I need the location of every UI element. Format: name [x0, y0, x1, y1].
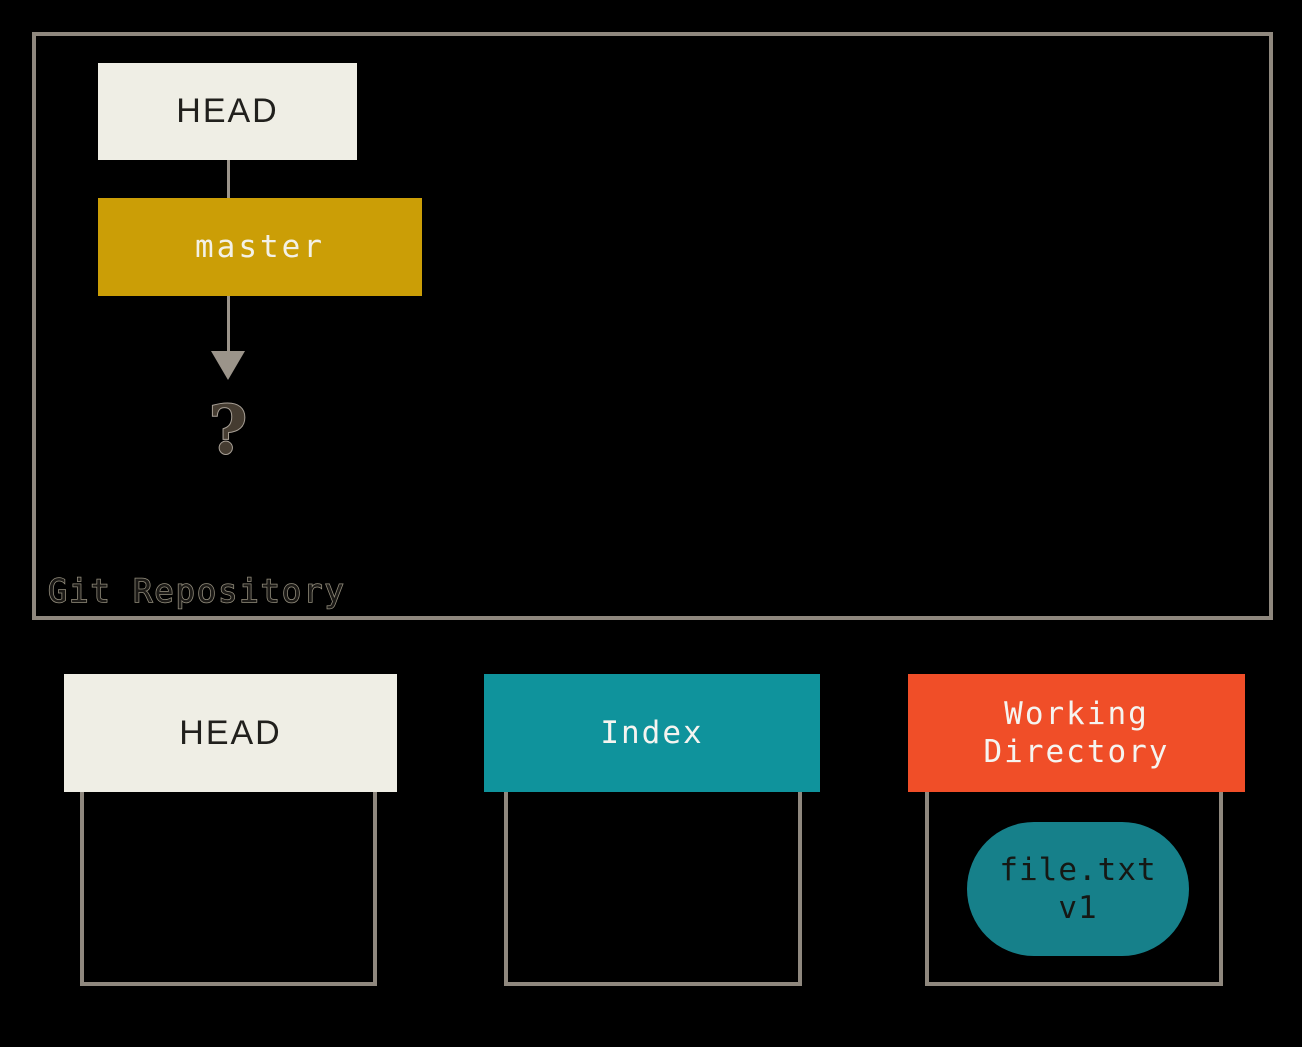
master-arrow-line: [227, 296, 230, 353]
working-directory-column-header: Working Directory: [908, 674, 1245, 792]
unknown-commit-question-mark: ?: [208, 390, 249, 470]
head-column-header: HEAD: [64, 674, 397, 792]
git-repository-label: Git Repository: [47, 571, 346, 611]
head-to-master-connector-line: [227, 160, 230, 198]
index-column-label: Index: [600, 715, 704, 751]
file-pill: file.txt v1: [967, 822, 1189, 956]
master-branch-box: master: [98, 198, 422, 296]
master-branch-label: master: [195, 229, 325, 265]
head-column-label: HEAD: [179, 713, 282, 752]
index-column-body: [504, 788, 802, 986]
working-directory-column-label: Working Directory: [983, 696, 1170, 770]
head-ref-box: HEAD: [98, 63, 357, 160]
head-ref-label: HEAD: [176, 92, 279, 130]
head-column-body: [80, 788, 377, 986]
arrow-down-icon: [211, 351, 245, 380]
file-version: v1: [1058, 890, 1098, 926]
file-name: file.txt: [999, 852, 1157, 888]
index-column-header: Index: [484, 674, 820, 792]
git-repository-box: [32, 32, 1273, 620]
